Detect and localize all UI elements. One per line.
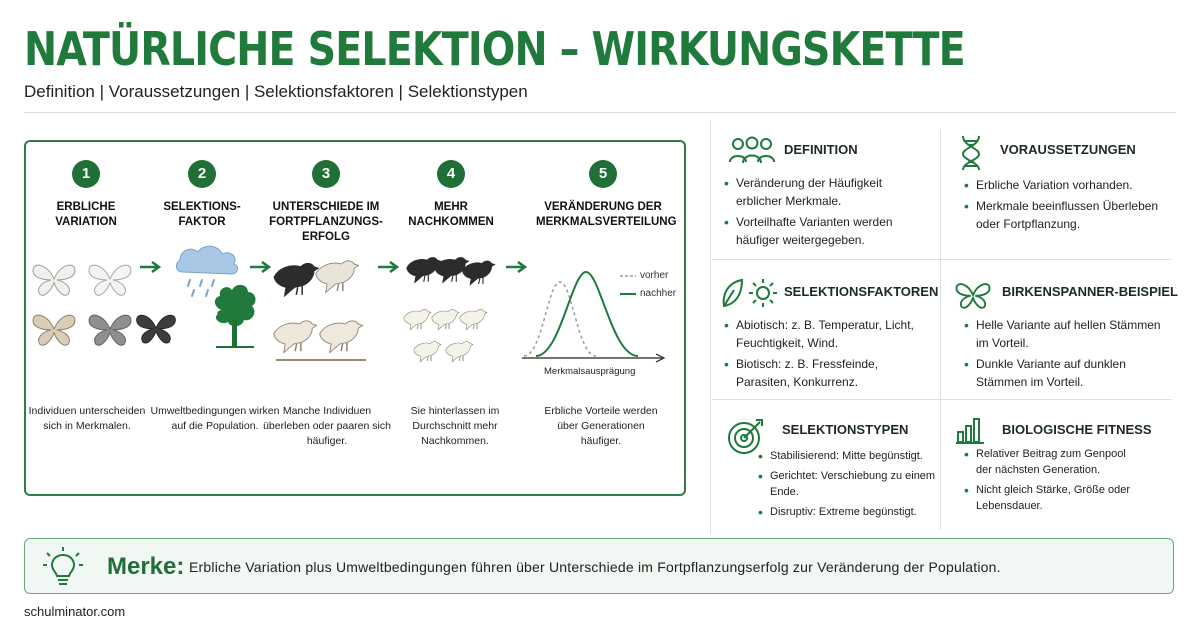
card-title: DEFINITION <box>784 142 858 157</box>
list-item: Abiotisch: z. B. Temperatur, Licht, Feuc… <box>722 316 922 352</box>
grid-divider <box>712 399 1172 400</box>
card-title: SELEKTIONSFAKTOREN <box>784 284 939 299</box>
header-divider <box>24 112 1176 113</box>
arrow-right-icon <box>506 260 528 274</box>
card-list: Veränderung der Häufigkeit erblicher Mer… <box>722 174 922 252</box>
list-item: Disruptiv: Extreme begünstigt. <box>756 504 936 520</box>
grid-divider <box>940 130 941 530</box>
list-item: Merkmale beeinflussen Überleben oder For… <box>962 197 1174 233</box>
card-title: BIRKENSPANNER-BEISPIEL <box>1002 284 1179 299</box>
card-voraussetzungen: VORAUSSETZUNGEN Erbliche Variation vorha… <box>942 120 1176 258</box>
card-list: Relativer Beitrag zum Genpool der nächst… <box>962 446 1142 518</box>
step-desc: Individuen unterscheiden sich in Merkmal… <box>28 405 146 432</box>
list-item: Vorteilhafte Varianten werden häufiger w… <box>722 213 922 249</box>
page-subtitle: Definition | Voraussetzungen | Selektion… <box>24 82 528 101</box>
card-fitness: BIOLOGISCHE FITNESS Relativer Beitrag zu… <box>942 400 1176 534</box>
list-item: Nicht gleich Stärke, Größe oder Lebensda… <box>962 482 1142 514</box>
card-title: VORAUSSETZUNGEN <box>1000 142 1136 157</box>
step-title: SELEKTIONS-FAKTOR <box>163 201 241 228</box>
step-number: 1 <box>72 160 100 188</box>
footer-site: schulminator.com <box>24 604 126 619</box>
step-title: UNTERSCHIEDE IM FORTPFLANZUNGS-ERFOLG <box>269 201 383 243</box>
merke-box: Merke: Erbliche Variation plus Umweltbed… <box>24 538 1174 594</box>
list-item: Helle Variante auf hellen Stämmen im Vor… <box>962 316 1176 352</box>
birds-illustration <box>272 260 366 361</box>
step-number: 4 <box>437 160 465 188</box>
chain-step-5: 5 VERÄNDERUNG DER MERKMALSVERTEILUNG <box>536 160 677 230</box>
bar-chart-icon <box>956 418 984 444</box>
step-number: 5 <box>589 160 617 188</box>
card-birkenspanner: BIRKENSPANNER-BEISPIEL Helle Variante au… <box>942 260 1179 398</box>
card-title: BIOLOGISCHE FITNESS <box>1002 422 1152 437</box>
list-item: Dunkle Variante auf dunklen Stämmen im V… <box>962 355 1176 391</box>
card-list: Abiotisch: z. B. Temperatur, Licht, Feuc… <box>722 316 922 394</box>
card-definition: DEFINITION Veränderung der Häufigkeit er… <box>712 120 940 258</box>
step-title: MEHR NACHKOMMEN <box>408 201 494 228</box>
sun-icon <box>749 279 777 307</box>
chain-step-3: 3 UNTERSCHIEDE IM FORTPFLANZUNGS-ERFOLG <box>266 160 386 245</box>
step-desc: Sie hinterlassen im Durchschnitt mehr Na… <box>410 405 500 447</box>
selection-chain-box: 1 ERBLICHE VARIATION 2 SELEKTIONS-FAKTOR… <box>24 140 686 496</box>
grid-divider <box>710 120 711 534</box>
card-selektionstypen: SELEKTIONSTYPEN Stabilisierend: Mitte be… <box>712 400 940 534</box>
step-desc: Erbliche Vorteile werden über Generation… <box>544 405 658 447</box>
butterfly-icon <box>955 283 991 309</box>
list-item: Gerichtet: Verschiebung zu einem Ende. <box>756 468 936 500</box>
offspring-illustration <box>403 256 496 363</box>
step-desc: Manche Individuen überleben oder paaren … <box>263 405 391 447</box>
target-icon <box>728 419 763 454</box>
merke-label: Merke: <box>107 553 185 580</box>
legend-after: nachher <box>640 288 677 299</box>
list-item: Biotisch: z. B. Fressfeinde, Parasiten, … <box>722 355 922 391</box>
step-number: 2 <box>188 160 216 188</box>
card-list: Helle Variante auf hellen Stämmen im Vor… <box>962 316 1176 394</box>
card-selektionsfaktoren: SELEKTIONSFAKTOREN Abiotisch: z. B. Temp… <box>712 260 940 398</box>
distribution-graph <box>522 270 666 363</box>
arrow-right-icon <box>140 260 162 274</box>
step-desc: Umweltbedingungen wirken auf die Populat… <box>150 405 280 432</box>
page-title: NATÜRLICHE SELEKTION – WIRKUNGSKETTE <box>24 22 966 76</box>
list-item: Relativer Beitrag zum Genpool der nächst… <box>962 446 1142 478</box>
card-list: Stabilisierend: Mitte begünstigt. Gerich… <box>756 448 936 524</box>
step-title: VERÄNDERUNG DER MERKMALSVERTEILUNG <box>536 201 677 228</box>
curve-after <box>535 270 639 357</box>
chain-step-2: 2 SELEKTIONS-FAKTOR <box>142 160 262 230</box>
leaf-icon <box>722 278 744 308</box>
list-item: Veränderung der Häufigkeit erblicher Mer… <box>722 174 922 210</box>
graph-xlabel: Merkmalsausprägung <box>544 366 636 377</box>
step-title: ERBLICHE VARIATION <box>55 201 117 228</box>
legend-before: vorher <box>640 270 669 281</box>
arrow-right-icon <box>378 260 400 274</box>
card-list: Erbliche Variation vorhanden. Merkmale b… <box>962 176 1174 236</box>
grid-divider <box>712 259 1172 260</box>
list-item: Erbliche Variation vorhanden. <box>962 176 1174 194</box>
people-group-icon <box>729 136 775 164</box>
arrow-right-icon <box>250 260 272 274</box>
step-number: 3 <box>312 160 340 188</box>
curve-before <box>523 281 597 357</box>
lightbulb-icon <box>43 547 83 585</box>
chain-step-4: 4 MEHR NACHKOMMEN <box>391 160 511 230</box>
list-item: Stabilisierend: Mitte begünstigt. <box>756 448 936 464</box>
dna-icon <box>961 135 981 171</box>
merke-text: Erbliche Variation plus Umweltbedingunge… <box>189 559 1001 575</box>
chain-step-1: 1 ERBLICHE VARIATION <box>26 160 146 230</box>
card-title: SELEKTIONSTYPEN <box>782 422 909 437</box>
cloud-tree-illustration <box>175 245 256 348</box>
